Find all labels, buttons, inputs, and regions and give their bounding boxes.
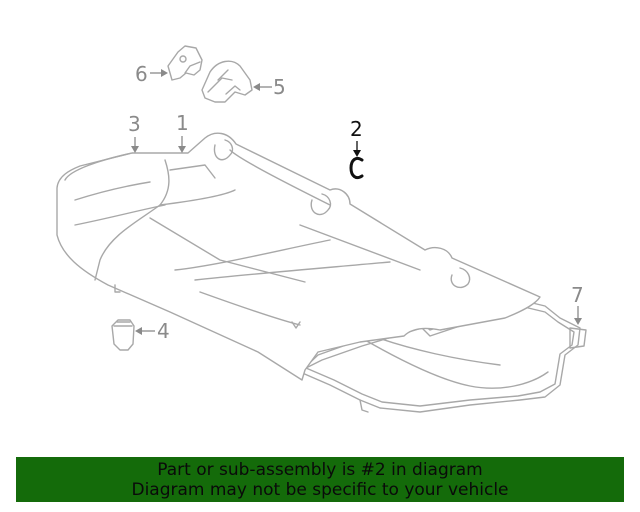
callout-4[interactable]: 4 [157,319,170,343]
callout-1[interactable]: 1 [176,111,189,135]
callout-7[interactable]: 7 [571,283,584,307]
part-6[interactable] [167,45,203,81]
seat-cushion-part-1[interactable] [56,132,541,381]
banner-line-part-number: Part or sub-assembly is #2 in diagram [157,459,483,480]
part-4[interactable] [111,319,135,351]
callout-2[interactable]: 2 [350,117,363,141]
parts-diagram: 1 2 3 4 5 6 7 [56,45,587,413]
part-5[interactable] [201,60,253,103]
callout-6[interactable]: 6 [135,62,148,86]
callout-3[interactable]: 3 [128,112,141,136]
banner-line-disclaimer: Diagram may not be specific to your vehi… [131,479,509,500]
callout-5[interactable]: 5 [273,75,286,99]
callout-arrows [131,69,582,335]
info-banner: Part or sub-assembly is #2 in diagram Di… [16,457,624,502]
part-2-clip[interactable] [349,156,364,180]
